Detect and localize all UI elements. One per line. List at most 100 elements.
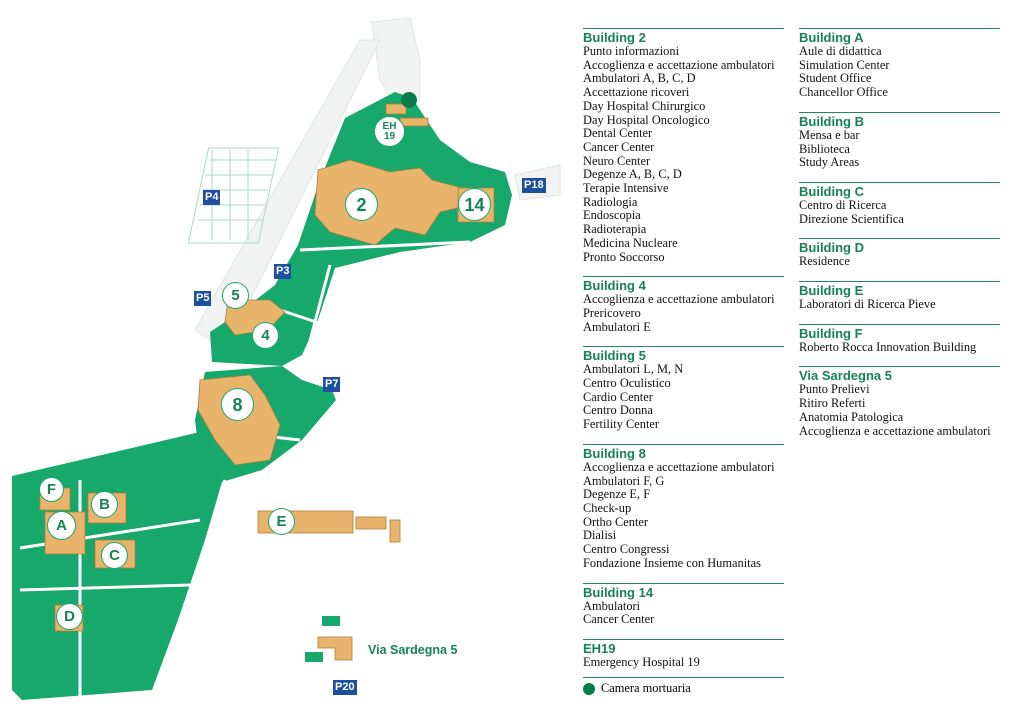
building-marker-label: D (64, 607, 75, 625)
legend-item: Degenze A, B, C, D (583, 167, 682, 182)
building-marker-2[interactable]: 2 (345, 188, 378, 221)
building-marker-c[interactable]: C (101, 542, 128, 569)
legend-item: Study Areas (799, 155, 860, 170)
legend-item: Day Hospital Chirurgico (583, 98, 706, 113)
legend-item: Ritiro Referti (799, 396, 866, 411)
legend-item: Simulation Center (799, 57, 890, 72)
legend-item: Ambulatori A, B, C, D (583, 71, 696, 86)
legend-block-title: Via Sardegna 5 (799, 368, 892, 384)
legend-item: Ambulatori F, G (583, 473, 665, 488)
legend-item: Cancer Center (583, 139, 655, 154)
legend-item: Centro Congressi (583, 542, 670, 557)
legend-item: Mensa e bar (799, 127, 860, 142)
building-marker-label: 14 (464, 194, 485, 215)
legend-block-title: Building F (799, 325, 863, 341)
legend-item: Accoglienza e accettazione ambulatori (583, 57, 775, 72)
legend-item: Anatomia Patologica (799, 409, 904, 424)
building-marker-e[interactable]: E (268, 508, 295, 535)
legend-item: Radiologia (583, 194, 638, 209)
building-marker-b[interactable]: B (91, 491, 118, 518)
legend-item: Radioterapia (583, 222, 647, 237)
legend-item: Check-up (583, 500, 632, 515)
legend-item: Ortho Center (583, 514, 649, 529)
legend-item: Emergency Hospital 19 (583, 654, 700, 669)
legend-item: Dialisi (583, 528, 617, 543)
legend-item: Ambulatori (583, 598, 641, 613)
parking-p3[interactable]: P3 (274, 264, 292, 279)
building-marker-label: E (276, 512, 287, 530)
legend-item: Biblioteca (799, 141, 850, 156)
legend-item: Ambulatori E (583, 319, 651, 334)
building-marker-label: 8 (232, 394, 243, 415)
legend-block-title: Building C (799, 183, 864, 199)
legend-item: Day Hospital Oncologico (583, 112, 710, 127)
legend-item: Accoglienza e accettazione ambulatori (583, 459, 775, 474)
building-marker-f[interactable]: F (39, 477, 64, 502)
legend-item: Residence (799, 254, 850, 269)
building-marker-5[interactable]: 5 (222, 282, 249, 309)
camera-mortuaria-icon (583, 682, 595, 695)
legend-item: Neuro Center (583, 153, 651, 168)
legend-item: Accettazione ricoveri (583, 85, 690, 100)
building-marker-label: 5 (231, 286, 240, 304)
legend-item: Centro Oculistico (583, 376, 671, 391)
legend-item: Ambulatori L, M, N (583, 362, 684, 377)
legend-block-title: EH19 (583, 640, 616, 656)
building-marker-label: C (109, 546, 120, 564)
building-marker-label: 4 (261, 326, 270, 344)
building-marker-label: EH 19 (382, 120, 397, 142)
legend-item: Laboratori di Ricerca Pieve (799, 297, 936, 312)
building-marker-a[interactable]: A (47, 511, 76, 540)
parking-p18[interactable]: P18 (522, 178, 546, 193)
legend-block-title: Building 8 (583, 445, 646, 461)
legend-item: Dental Center (583, 126, 653, 141)
legend-item: Chancellor Office (799, 85, 888, 100)
parking-p5[interactable]: P5 (194, 291, 212, 306)
parking-p4[interactable]: P4 (203, 190, 221, 205)
building-marker-4[interactable]: 4 (252, 322, 279, 349)
legend-block-title: Building 14 (583, 584, 654, 600)
building-marker-label: F (46, 480, 57, 498)
legend-item: Cardio Center (583, 389, 653, 404)
building-marker-14[interactable]: 14 (458, 188, 491, 221)
legend-item: Accoglienza e accettazione ambulatori (799, 423, 991, 438)
legend-block-title: Building A (799, 30, 864, 45)
legend-item: Student Office (799, 71, 872, 86)
legend-block-title: Building 4 (583, 278, 646, 294)
parking-p7[interactable]: P7 (323, 377, 341, 392)
building-marker-d[interactable]: D (56, 603, 83, 630)
legend-block-title: Building 2 (583, 30, 646, 45)
legend-item: Roberto Rocca Innovation Building (799, 339, 977, 354)
legend-item: Prericovero (583, 305, 641, 320)
legend-item: Accoglienza e accettazione ambulatori (583, 292, 775, 307)
building-marker-eh19[interactable]: EH 19 (374, 116, 405, 147)
camera-mortuaria-label: Camera mortuaria (601, 681, 691, 695)
legend-item: Direzione Scientifica (799, 211, 904, 226)
legend-item: Pronto Soccorso (583, 249, 665, 264)
campus-map (12, 17, 561, 701)
parking-p20[interactable]: P20 (333, 680, 357, 695)
legend-item: Endoscopia (583, 208, 641, 223)
legend-item: Medicina Nucleare (583, 235, 678, 250)
building-marker-label: A (56, 516, 67, 534)
building-marker-label: 2 (356, 194, 367, 215)
building-marker-8[interactable]: 8 (221, 388, 254, 421)
legend-item: Terapie Intensive (583, 181, 669, 196)
legend-block-title: Building D (799, 240, 864, 256)
legend-item: Degenze E, F (583, 487, 651, 502)
via-sardegna-label: Via Sardegna 5 (368, 643, 458, 657)
